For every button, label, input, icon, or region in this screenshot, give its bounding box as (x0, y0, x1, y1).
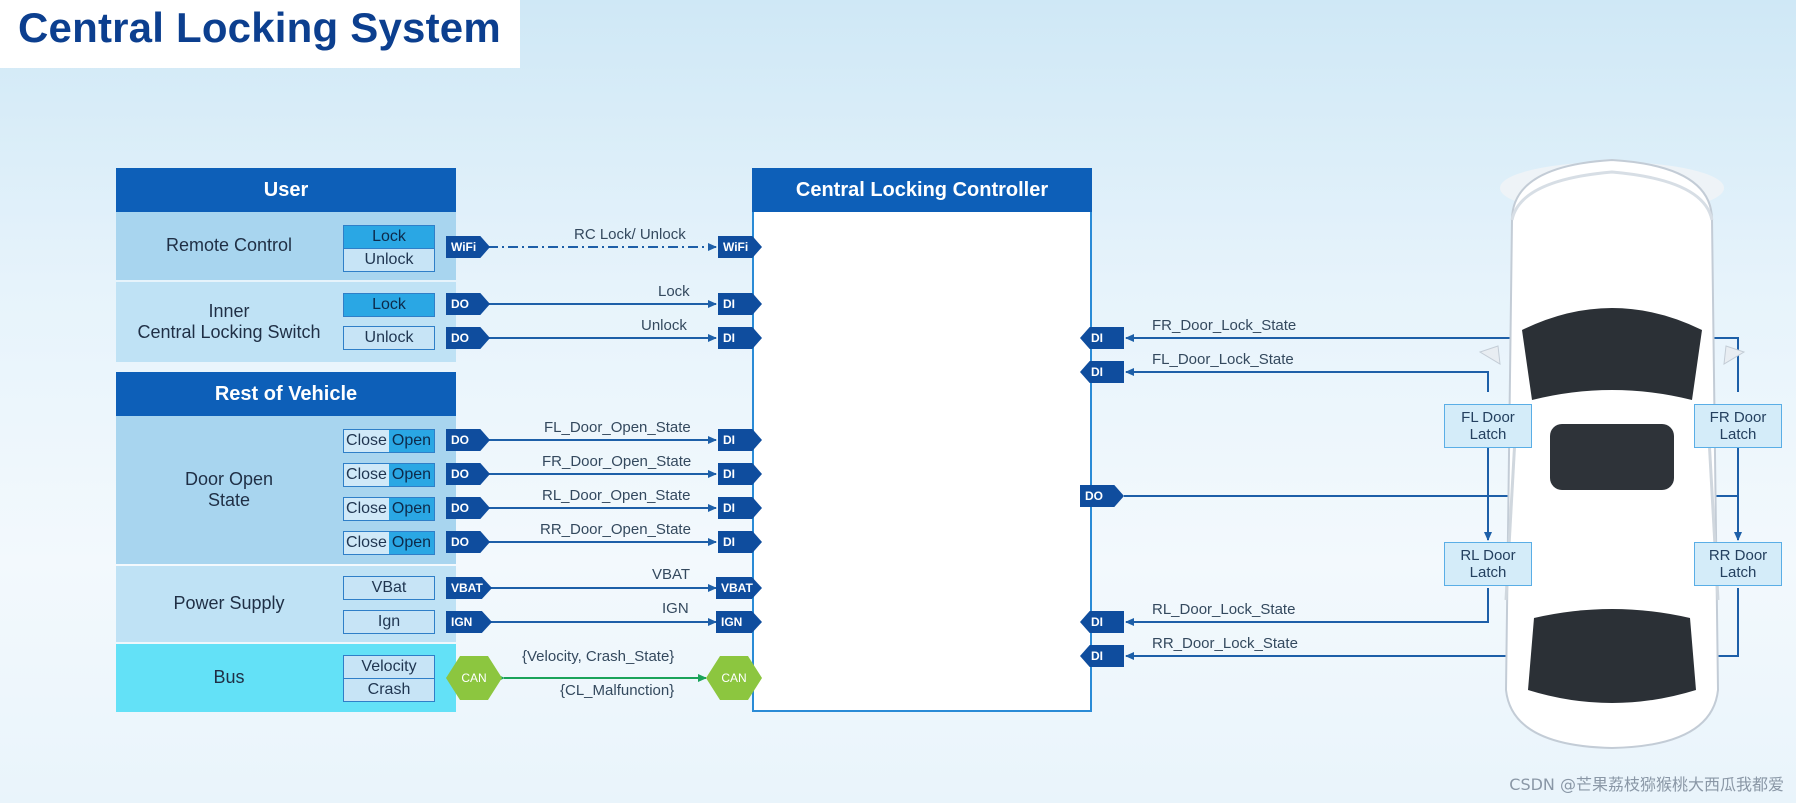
fl-latch-line2: Latch (1469, 426, 1507, 443)
inner-switch-label-line1: Inner (208, 300, 250, 321)
rr-open-signal-label: RR_Door_Open_State (540, 521, 691, 538)
wire-rl-lock (1125, 588, 1489, 626)
fl-open-signal-label: FL_Door_Open_State (544, 419, 691, 436)
door-open-label: Door Open State (116, 416, 342, 564)
ign-signal: Ign (343, 610, 435, 634)
ctrl-rr-lock-di-tag: DI (1080, 645, 1124, 667)
ctrl-rl-lock-di-tag: DI (1080, 611, 1124, 633)
fl-open: Open (389, 430, 434, 452)
wire-rr-lock (1125, 588, 1739, 660)
vbat-out-tag: VBAT (446, 577, 492, 599)
rr-lock-signal-label: RR_Door_Lock_State (1152, 635, 1298, 652)
ign-signal-label: IGN (662, 600, 689, 617)
vbat-signal-label: VBAT (652, 566, 691, 583)
page-title: Central Locking System (18, 4, 501, 51)
rl-close: Close (344, 498, 389, 520)
rl-latch-line1: RL Door (1460, 546, 1516, 564)
power-supply-label: Power Supply (173, 593, 285, 614)
remote-control-label: Remote Control (165, 235, 293, 256)
ctrl-fl-di-tag: DI (718, 429, 762, 451)
ctrl-do-out-tag: DO (1080, 485, 1124, 507)
user-unlock-do-tag: DO (446, 327, 490, 349)
ctrl-rl-di-tag: DI (718, 497, 762, 519)
inner-switch-label: Inner Central Locking Switch (116, 282, 342, 362)
fl-close: Close (344, 430, 389, 452)
ctrl-unlock-di-tag: DI (718, 327, 762, 349)
ctrl-wifi-tag: WiFi (718, 236, 762, 258)
inner-switch-label-line2: Central Locking Switch (137, 322, 321, 342)
ctrl-rr-di-tag: DI (718, 531, 762, 553)
inner-unlock-signal: Unlock (343, 326, 435, 350)
ctrl-vbat-tag: VBAT (716, 577, 762, 599)
rc-lock-signal: Lock (343, 225, 435, 249)
rl-latch-line2: Latch (1469, 564, 1507, 581)
fl-do-tag: DO (446, 429, 490, 451)
ctrl-lock-di-tag: DI (718, 293, 762, 315)
rr-latch-line2: Latch (1719, 564, 1757, 581)
ign-out-tag: IGN (446, 611, 492, 633)
central-locking-controller: Central Locking Controller (752, 168, 1092, 712)
user-header: User (116, 168, 456, 212)
fr-open-signal-label: FR_Door_Open_State (542, 453, 692, 470)
rl-do-tag: DO (446, 497, 490, 519)
rr-do-tag: DO (446, 531, 490, 553)
door-open-label-line1: Door Open (184, 468, 274, 489)
crash-signal: Crash (343, 678, 435, 702)
fl-latch-line1: FL Door (1461, 408, 1515, 426)
vehicle-header: Rest of Vehicle (116, 372, 456, 416)
rl-open-signal-label: RL_Door_Open_State (542, 487, 691, 504)
rl-lock-signal-label: RL_Door_Lock_State (1152, 601, 1296, 618)
fr-latch-line1: FR Door (1709, 408, 1767, 426)
bus-label: Bus (213, 667, 245, 688)
rc-signal-label: RC Lock/ Unlock (574, 226, 686, 243)
unlock-signal-label: Unlock (641, 317, 687, 334)
fr-close: Close (344, 464, 389, 486)
door-open-label-line2: State (207, 490, 251, 510)
fr-lock-signal-label: FR_Door_Lock_State (1152, 317, 1297, 334)
bus-in-signal-label: {Velocity, Crash_State} (522, 648, 675, 665)
ctrl-fl-lock-di-tag: DI (1080, 361, 1124, 383)
rr-latch-line1: RR Door (1708, 546, 1768, 564)
ctrl-fr-lock-di-tag: DI (1080, 327, 1124, 349)
bus-out-signal-label: {CL_Malfunction} (560, 682, 675, 699)
fr-open: Open (389, 464, 434, 486)
wire-fl-lock (1125, 368, 1489, 392)
fr-do-tag: DO (446, 463, 490, 485)
controller-header: Central Locking Controller (752, 168, 1092, 212)
rc-unlock-signal: Unlock (343, 248, 435, 272)
rr-close: Close (344, 532, 389, 554)
title-box: Central Locking System (0, 0, 520, 68)
lock-signal-label: Lock (658, 283, 690, 300)
watermark: CSDN @芒果荔枝猕猴桃大西瓜我都爱 (1509, 775, 1784, 794)
user-wifi-tag: WiFi (446, 236, 490, 258)
rr-open: Open (389, 532, 434, 554)
velocity-signal: Velocity (343, 655, 435, 679)
ctrl-fr-di-tag: DI (718, 463, 762, 485)
rl-open: Open (389, 498, 434, 520)
wire-fr-lock (1125, 334, 1739, 392)
vbat-signal: VBat (343, 576, 435, 600)
fr-latch-line2: Latch (1719, 426, 1757, 443)
fl-lock-signal-label: FL_Door_Lock_State (1152, 351, 1294, 368)
car-illustration (1478, 158, 1746, 750)
ctrl-ign-tag: IGN (716, 611, 762, 633)
inner-lock-signal: Lock (343, 293, 435, 317)
user-lock-do-tag: DO (446, 293, 490, 315)
